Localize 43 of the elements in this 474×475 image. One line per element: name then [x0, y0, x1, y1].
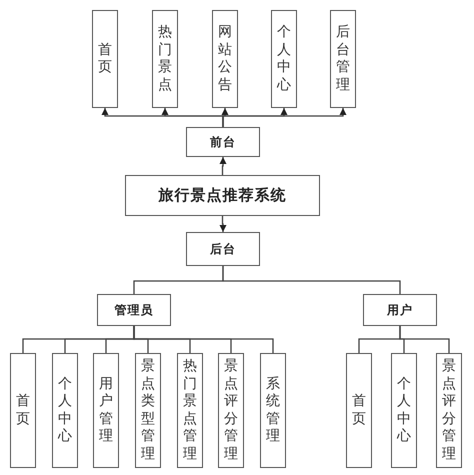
module-label: 用户: [387, 302, 413, 318]
module-label: 后台: [210, 240, 236, 258]
module-label: 首页: [352, 393, 366, 428]
module-label: 管理员: [114, 302, 154, 318]
module-box: [260, 353, 286, 468]
module-box: [363, 294, 437, 326]
connector-arrow: [222, 108, 346, 127]
module-box: [97, 294, 171, 326]
module-label: 个人中心: [397, 376, 411, 446]
module-box: [186, 232, 260, 266]
module-box: [52, 353, 78, 468]
module-box: [93, 353, 119, 468]
module-label: 景点评分管理: [224, 358, 238, 463]
module-box: [92, 10, 118, 108]
module-label: 后台管理: [336, 24, 350, 94]
module-box: [177, 353, 203, 468]
module-label: 系统管理: [266, 376, 280, 446]
module-box: [271, 10, 297, 108]
module-label: 旅行景点推荐系统: [158, 186, 286, 205]
module-label: 热门景点管理: [183, 358, 197, 463]
module-box: [135, 353, 161, 468]
connector-arrow: [220, 216, 226, 232]
module-box: [152, 10, 178, 108]
module-box: [346, 353, 372, 468]
module-label: 景点评分管理: [442, 358, 456, 463]
module-label: 网站公告: [218, 24, 232, 94]
module-box: [330, 10, 356, 108]
module-label: 景点类型管理: [141, 358, 155, 463]
module-label: 个人中心: [277, 24, 291, 94]
module-box: [212, 10, 238, 108]
module-box: [391, 353, 417, 468]
module-label: 首页: [98, 42, 112, 76]
connector-arrow: [220, 157, 226, 175]
module-label: 用户管理: [99, 376, 113, 446]
module-label: 个人中心: [58, 376, 72, 446]
module-box: [186, 127, 260, 157]
module-box: [436, 353, 462, 468]
module-box: [10, 353, 36, 468]
module-label: 热门景点: [158, 24, 172, 94]
module-box: [218, 353, 244, 468]
module-label: 前台: [210, 134, 236, 150]
module-label: 首页: [16, 393, 30, 428]
module-box: [125, 175, 320, 216]
